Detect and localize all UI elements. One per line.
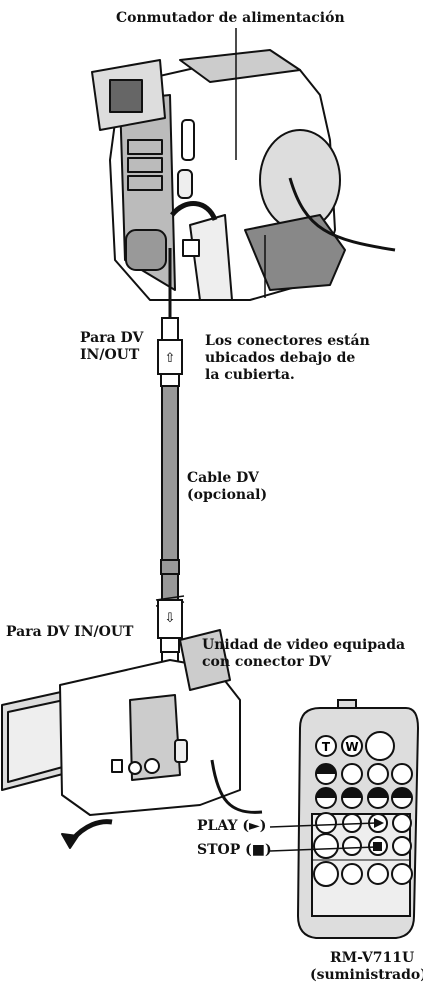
label-unit-line1: Unidad de video equipada xyxy=(202,637,406,653)
label-cable-line2: (opcional) xyxy=(187,487,268,503)
remote-w-button: W xyxy=(345,740,358,754)
remote-button-marks xyxy=(316,764,412,851)
label-play: PLAY (►) xyxy=(197,818,267,834)
label-power-switch: Conmutador de alimentación xyxy=(116,10,345,26)
plug-down-arrow-icon: ⇩ xyxy=(165,611,176,626)
label-remote-note: (suministrado) xyxy=(310,967,423,983)
label-remote-model: RM-V711U xyxy=(330,950,415,966)
label-connectors-line2: ubicados debajo de xyxy=(205,350,356,366)
camcorder-bottom xyxy=(1,629,263,849)
plug-up-arrow-icon: ⇧ xyxy=(165,351,176,366)
remote-t-button: T xyxy=(322,740,331,754)
label-connectors-line1: Los conectores están xyxy=(205,333,370,349)
label-dv-top-line2: IN/OUT xyxy=(80,347,140,363)
label-cable-line1: Cable DV xyxy=(187,470,259,486)
label-connectors-line3: la cubierta. xyxy=(205,367,295,383)
camcorder-top xyxy=(91,49,396,301)
label-dv-bottom: Para DV IN/OUT xyxy=(6,624,134,640)
label-unit-line2: con conector DV xyxy=(202,654,332,670)
label-stop: STOP (■) xyxy=(197,842,272,858)
label-dv-top-line1: Para DV xyxy=(80,330,144,346)
